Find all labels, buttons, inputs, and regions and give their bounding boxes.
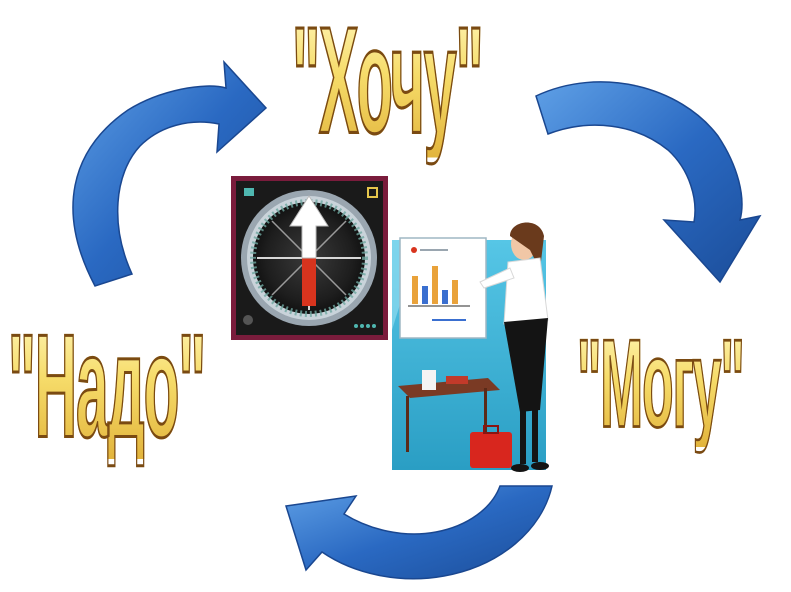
presenter-with-chart-icon (392, 222, 549, 472)
arrow-left-to-top (72, 59, 268, 287)
direction-compass-icon (231, 176, 388, 340)
arrow-right-to-left (285, 485, 553, 580)
arrow-top-to-right (535, 81, 762, 284)
cycle-word-can: "Могу" (576, 315, 745, 454)
cycle-word-want: "Хочу" (291, 0, 484, 166)
cycle-word-must: "Надо" (7, 303, 206, 468)
